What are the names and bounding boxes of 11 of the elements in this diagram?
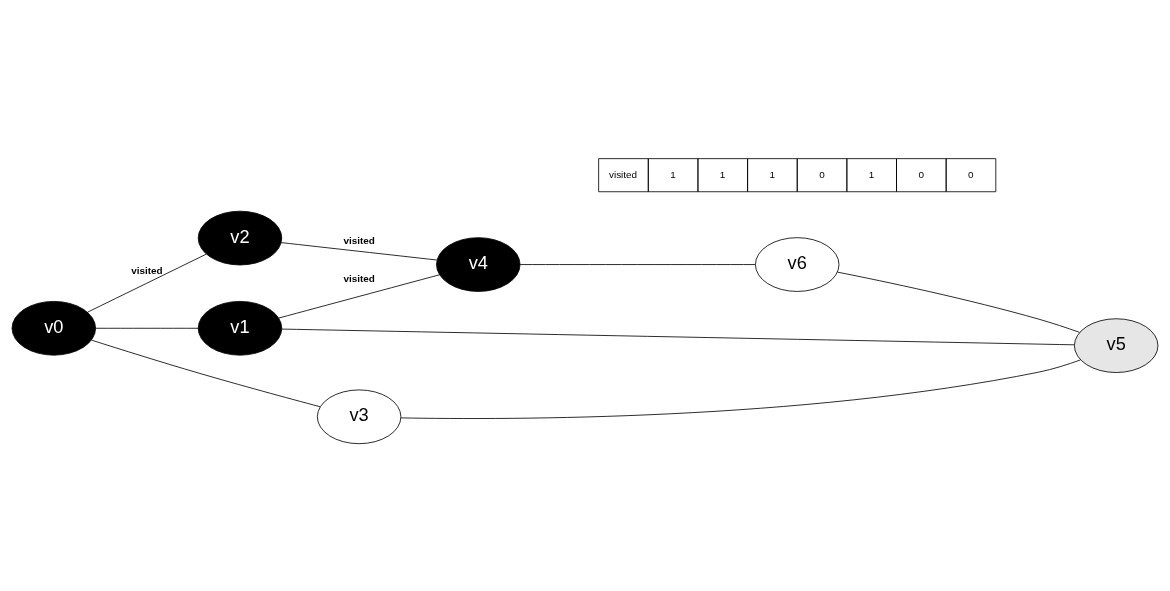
label: 0: [968, 168, 974, 180]
label: 0: [819, 168, 825, 180]
edge-label: visited: [343, 272, 375, 284]
edge-label: visited: [131, 264, 163, 276]
label: 1: [670, 168, 676, 180]
label: visited: [608, 168, 638, 180]
label: 1: [868, 168, 875, 180]
edge-label: visited: [343, 234, 375, 246]
label: 1: [719, 168, 726, 180]
label: 0: [918, 168, 924, 180]
label: 1: [769, 168, 776, 180]
